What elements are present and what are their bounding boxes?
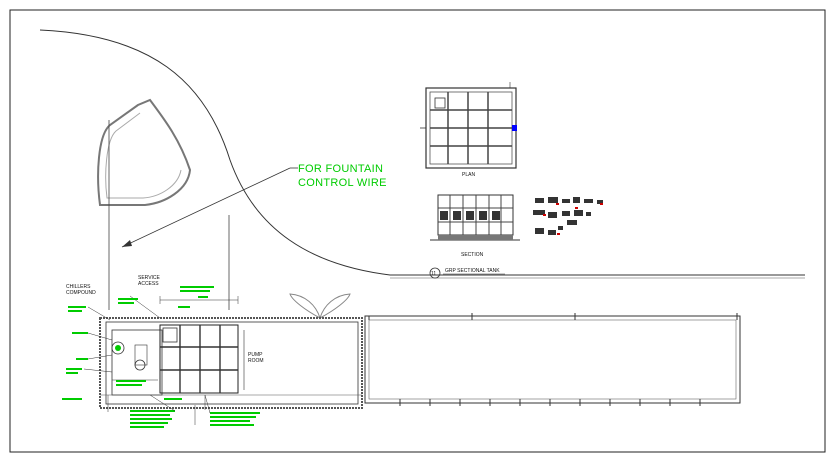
planter-outline <box>97 98 192 206</box>
callout-arrowhead <box>122 240 132 247</box>
service-access-line2: ACCESS <box>138 281 159 287</box>
callout-text-line2: CONTROL WIRE <box>298 177 387 189</box>
pump-room-line1: PUMP <box>248 352 263 358</box>
annotation-leaders <box>83 306 211 414</box>
chillers-label-line1: CHILLERS <box>66 284 91 290</box>
dimension-lines <box>107 295 239 425</box>
pump-room-line2: ROOM <box>248 358 264 364</box>
tank-label: GRP SECTIONAL TANK <box>445 268 500 274</box>
service-access-line1: SERVICE <box>138 275 161 281</box>
detail-sketches <box>533 197 603 235</box>
green-annotation-marks <box>62 286 260 428</box>
chillers-label-line2: COMPOUND <box>66 290 96 296</box>
site-boundary-curve <box>39 29 805 276</box>
section-label: SECTION <box>461 252 484 258</box>
detail-sketches-red <box>543 203 603 235</box>
callout-leader <box>121 167 291 248</box>
long-channel <box>364 313 741 406</box>
planter-inner <box>105 112 182 199</box>
section-view <box>430 194 520 241</box>
plan-label: PLAN <box>462 172 475 178</box>
fountain-ornament <box>289 293 351 320</box>
pump-room-compound <box>99 317 363 409</box>
svg-text:11: 11 <box>431 271 436 277</box>
tank-marker: 11 <box>429 267 441 279</box>
drawing-border <box>9 9 826 453</box>
callout-text-line1: FOR FOUNTAIN <box>298 163 383 175</box>
plan-view <box>420 82 517 169</box>
